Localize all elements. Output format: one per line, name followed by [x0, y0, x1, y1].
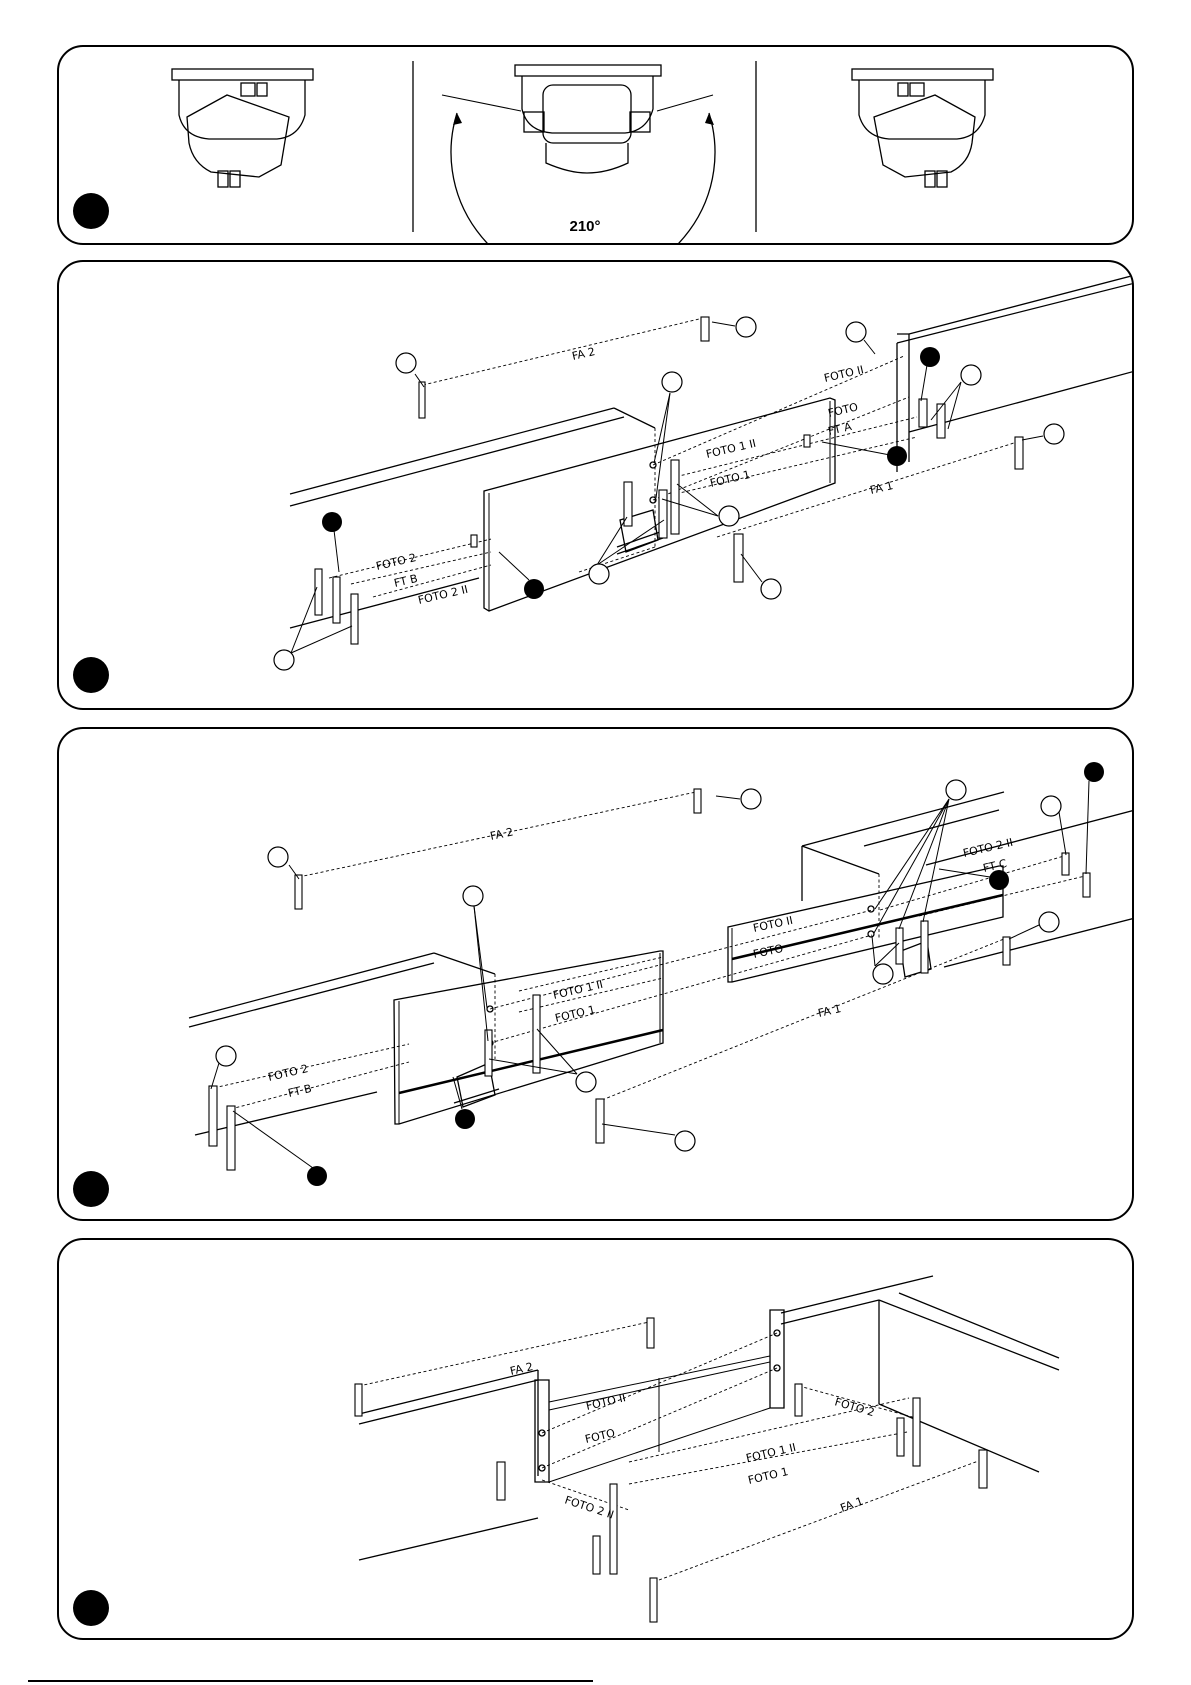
label-ft-a: FT A	[827, 420, 854, 438]
label-fa1: FA 1	[869, 479, 895, 497]
panel-rotation: 210°	[57, 45, 1134, 245]
photocell-posts	[209, 789, 1090, 1170]
rotation-drawing: 210°	[59, 47, 1134, 245]
double-gate-drawing: FA 2 FOTO II FOTO FOTO 2 II FT C FOTO 1 …	[59, 729, 1134, 1221]
label-foto2: FOTO 2	[375, 551, 418, 573]
label-foto: FOTO	[827, 400, 860, 420]
motor-view-right	[852, 69, 993, 187]
single-gate-drawing: FA 2 FOTO II FOTO FT A FOTO 1 II FOTO 1 …	[59, 262, 1134, 710]
figure-marker	[73, 1171, 109, 1207]
label-fa2: FA 2	[509, 1360, 535, 1378]
overview-drawing: FA 2 FOTO II FOTO FOTO 2 FOTO 1 II FOTO …	[59, 1240, 1134, 1640]
sliding-gate-left	[394, 951, 663, 1124]
label-foto1-ii: FOTO 1 II	[745, 1441, 797, 1465]
photocell-posts	[355, 1318, 987, 1622]
label-foto2: FOTO 2	[267, 1062, 310, 1084]
label-foto1: FOTO 1	[709, 468, 752, 490]
label-foto1-ii: FOTO 1 II	[705, 437, 757, 461]
figure-marker	[73, 1590, 109, 1626]
label-foto2-ii: FOTO 2 II	[563, 1493, 615, 1521]
label-fa1: FA 1	[817, 1002, 843, 1020]
motor-view-center: 210°	[442, 65, 715, 245]
label-fa2: FA 2	[571, 345, 597, 363]
callouts	[211, 762, 1104, 1186]
label-fa2: FA 2	[489, 825, 515, 843]
figure-marker	[73, 193, 109, 229]
beam-labels: FA 2 FOTO II FOTO FT A FOTO 1 II FOTO 1 …	[375, 345, 895, 607]
label-foto-ii: FOTO II	[752, 914, 794, 935]
label-foto-ii: FOTO II	[823, 363, 865, 385]
figure-marker	[73, 657, 109, 693]
motor-view-left	[172, 69, 313, 187]
light-beams	[209, 792, 1085, 1109]
beam-labels: FA 2 FOTO II FOTO FOTO 2 FOTO 1 II FOTO …	[509, 1360, 876, 1522]
label-foto1: FOTO 1	[747, 1465, 790, 1487]
rotation-angle-label: 210°	[569, 218, 600, 235]
light-beams	[359, 1322, 981, 1580]
label-foto2: FOTO 2	[833, 1395, 876, 1419]
label-ft-b: FT B	[393, 572, 419, 590]
panel-single-gate: FA 2 FOTO II FOTO FT A FOTO 1 II FOTO 1 …	[57, 260, 1134, 710]
label-foto2-ii: FOTO 2 II	[417, 583, 469, 607]
label-foto2-ii: FOTO 2 II	[962, 836, 1014, 860]
label-foto: FOTO	[752, 942, 785, 961]
light-beams	[329, 319, 1017, 597]
label-foto1: FOTO 1	[554, 1003, 597, 1025]
label-foto-ii: FOTO II	[585, 1391, 627, 1413]
label-fa1: FA 1	[839, 1495, 865, 1515]
panel-double-gate: FA 2 FOTO II FOTO FOTO 2 II FT C FOTO 1 …	[57, 727, 1134, 1221]
walls	[359, 1276, 1059, 1560]
panel-overview: FA 2 FOTO II FOTO FOTO 2 FOTO 1 II FOTO …	[57, 1238, 1134, 1640]
footer-rule	[28, 1680, 593, 1682]
label-ft-b: FT B	[287, 1082, 313, 1100]
